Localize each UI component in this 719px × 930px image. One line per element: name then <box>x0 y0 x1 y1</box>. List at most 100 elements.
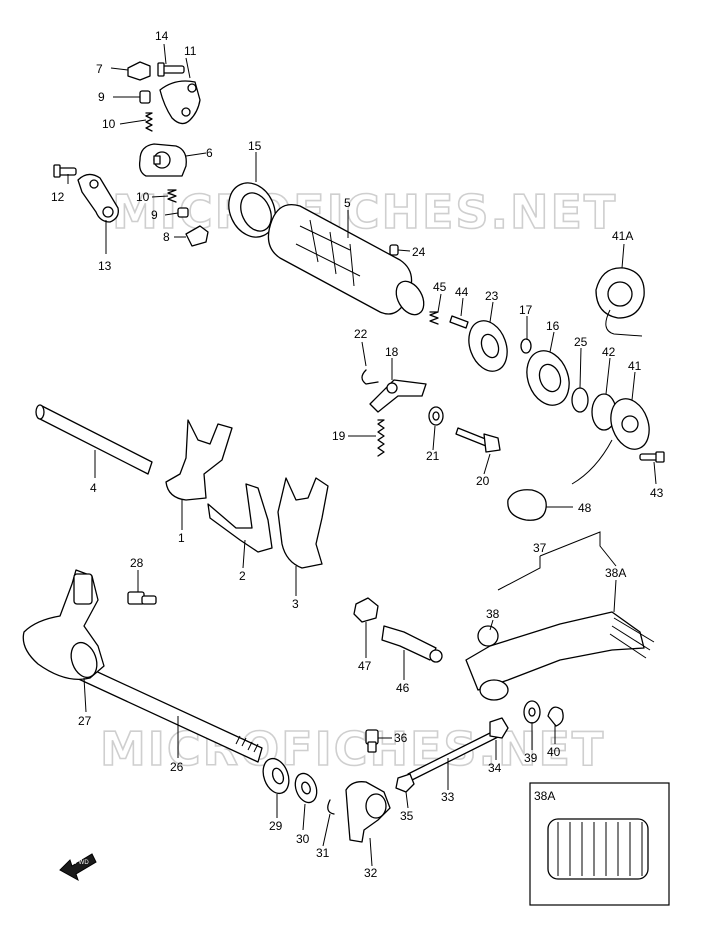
part-11-stopper-plate <box>159 80 201 125</box>
part-37-gearshift-lever <box>465 611 655 701</box>
part-23-plate <box>468 320 508 372</box>
part-46-pivot-bolt <box>381 625 443 663</box>
callout-40: 40 <box>547 745 561 759</box>
watermark-bottom: MICROFICHES.NET <box>100 722 605 776</box>
part-4-fork-shaft <box>35 404 153 475</box>
part-18-link <box>369 379 427 413</box>
callout-labels: 14 11 7 9 10 6 12 13 10 9 8 15 5 24 41A … <box>51 29 664 880</box>
callout-11: 11 <box>184 44 197 58</box>
part-6-cam-stopper <box>138 143 187 177</box>
callout-18: 18 <box>385 345 399 359</box>
callout-3: 3 <box>292 597 299 611</box>
callout-25: 25 <box>574 335 588 349</box>
callout-31: 31 <box>316 846 330 860</box>
fwd-arrow-icon: FWD <box>59 853 97 882</box>
callout-32: 32 <box>364 866 378 880</box>
part-24-pin <box>389 244 399 256</box>
part-20-bolt <box>455 427 501 453</box>
fwd-label: FWD <box>75 860 89 866</box>
part-5-shift-drum <box>267 203 425 316</box>
part-36-bolt <box>365 729 379 753</box>
callout-46: 46 <box>396 681 410 695</box>
callout-28: 28 <box>130 556 144 570</box>
callout-35: 35 <box>400 809 414 823</box>
part-47-nut <box>353 597 379 623</box>
callout-22: 22 <box>354 327 368 341</box>
part-17-circlip <box>520 338 532 354</box>
callout-29: 29 <box>269 819 283 833</box>
callout-2: 2 <box>239 569 246 583</box>
callout-1: 1 <box>178 531 185 545</box>
callout-24: 24 <box>412 245 426 259</box>
callout-43: 43 <box>650 486 664 500</box>
part-12-screw <box>53 164 77 178</box>
callout-33: 33 <box>441 790 455 804</box>
part-39-washer <box>523 700 541 724</box>
callout-6: 6 <box>206 146 213 160</box>
part-14-screw <box>157 62 185 77</box>
part-10-spring-b <box>167 189 177 203</box>
callout-7: 7 <box>96 62 103 76</box>
callout-48: 48 <box>578 501 592 515</box>
part-15-bearing <box>228 182 276 238</box>
leader-lines <box>67 43 657 867</box>
part-10-spring <box>145 112 153 132</box>
callout-16: 16 <box>546 319 560 333</box>
callout-19: 19 <box>332 429 346 443</box>
part-30-washer <box>294 772 318 804</box>
part-45-spring <box>429 311 439 325</box>
footrest-rubber-icon <box>547 818 649 880</box>
callout-23: 23 <box>485 289 499 303</box>
part-22-circlip <box>361 369 379 385</box>
part-8-plate <box>185 225 209 247</box>
part-2-shift-fork <box>207 483 273 553</box>
callout-9b: 9 <box>151 208 158 222</box>
callout-47: 47 <box>358 659 372 673</box>
callout-14: 14 <box>155 29 169 43</box>
part-1-shift-fork <box>165 419 233 501</box>
callout-10b: 10 <box>136 190 150 204</box>
part-3-shift-fork <box>277 477 329 569</box>
callout-27: 27 <box>78 714 92 728</box>
part-13-stopper-arm <box>77 173 119 223</box>
callout-26: 26 <box>170 760 184 774</box>
part-27-shift-arm <box>22 569 105 681</box>
part-9-pin <box>139 90 151 104</box>
part-9-pin-b <box>177 207 189 218</box>
part-41A-gear-position-sensor <box>595 267 645 337</box>
callout-37: 37 <box>533 541 547 555</box>
part-43-bolt <box>639 451 665 463</box>
callout-41: 41 <box>628 359 642 373</box>
callout-4: 4 <box>90 481 97 495</box>
callout-45: 45 <box>433 280 447 294</box>
callout-13: 13 <box>98 259 112 273</box>
part-25-o-ring <box>571 387 589 413</box>
part-34-nut <box>489 717 509 739</box>
part-41-sensor-body <box>571 398 650 485</box>
callout-34: 34 <box>488 761 502 775</box>
part-16-bearing <box>526 350 570 406</box>
part-29-oil-seal <box>262 757 290 795</box>
part-31-circlip <box>327 799 335 815</box>
part-21-washer <box>428 406 444 426</box>
callout-38: 38 <box>486 607 500 621</box>
callout-41A: 41A <box>612 229 633 243</box>
callout-15: 15 <box>248 139 262 153</box>
callout-17: 17 <box>519 303 533 317</box>
callout-21: 21 <box>426 449 440 463</box>
callout-44: 44 <box>455 285 469 299</box>
inset-label: 38A <box>534 789 555 803</box>
part-32-shift-arm <box>345 781 391 843</box>
callout-36: 36 <box>394 731 408 745</box>
callout-10: 10 <box>102 117 116 131</box>
callout-9: 9 <box>98 90 105 104</box>
callout-30: 30 <box>296 832 310 846</box>
part-35-nut <box>395 773 415 793</box>
callout-5: 5 <box>344 196 351 210</box>
part-44-pin <box>449 315 469 329</box>
part-7-cap <box>127 61 151 81</box>
part-48-grommet <box>507 489 547 521</box>
callout-8: 8 <box>163 230 170 244</box>
part-40-clip <box>547 706 564 727</box>
